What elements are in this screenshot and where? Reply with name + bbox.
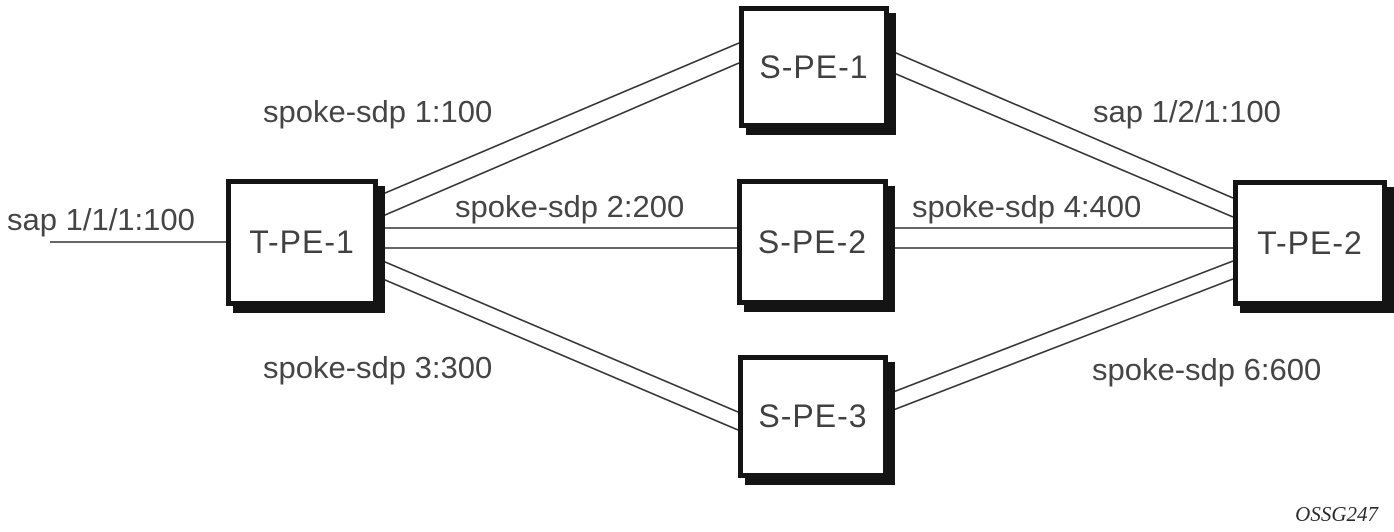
edge-label-spoke-sdp-2: spoke-sdp 2:200 — [455, 189, 685, 224]
node-label-s-pe-1: S-PE-1 — [759, 48, 869, 85]
link-line-tpe1-to-spe3 — [377, 276, 739, 431]
node-label-t-pe-1: T-PE-1 — [249, 224, 355, 260]
link-line-tpe1-to-spe1 — [377, 42, 740, 197]
node-t-pe-1: T-PE-1 — [226, 179, 378, 306]
edge-label-spoke-sdp-1: spoke-sdp 1:100 — [263, 94, 493, 129]
edge-label-spoke-sdp-4: spoke-sdp 4:400 — [912, 189, 1142, 224]
link-line-spe3-to-tpe2 — [887, 260, 1234, 395]
edge-label-sap-right: sap 1/2/1:100 — [1093, 94, 1281, 129]
link-line-spe3-to-tpe2 — [887, 278, 1234, 413]
link-line-spe1-to-tpe2 — [888, 49, 1234, 199]
node-s-pe-2: S-PE-2 — [737, 179, 888, 305]
watermark-text: OSSG247 — [1295, 502, 1378, 526]
node-label-s-pe-3: S-PE-3 — [758, 398, 868, 434]
link-line-spe1-to-tpe2 — [888, 70, 1234, 218]
node-label-t-pe-2: T-PE-2 — [1257, 224, 1363, 261]
link-line-tpe1-to-spe3 — [377, 258, 739, 413]
edge-label-spoke-sdp-6: spoke-sdp 6:600 — [1092, 352, 1322, 387]
node-s-pe-3: S-PE-3 — [738, 355, 888, 478]
node-t-pe-2: T-PE-2 — [1233, 180, 1387, 306]
link-line-tpe1-to-spe1 — [377, 62, 740, 219]
node-s-pe-1: S-PE-1 — [739, 6, 889, 128]
edge-label-spoke-sdp-3: spoke-sdp 3:300 — [263, 350, 493, 385]
edge-label-sap-left: sap 1/1/1:100 — [7, 202, 195, 237]
node-label-s-pe-2: S-PE-2 — [757, 223, 868, 260]
